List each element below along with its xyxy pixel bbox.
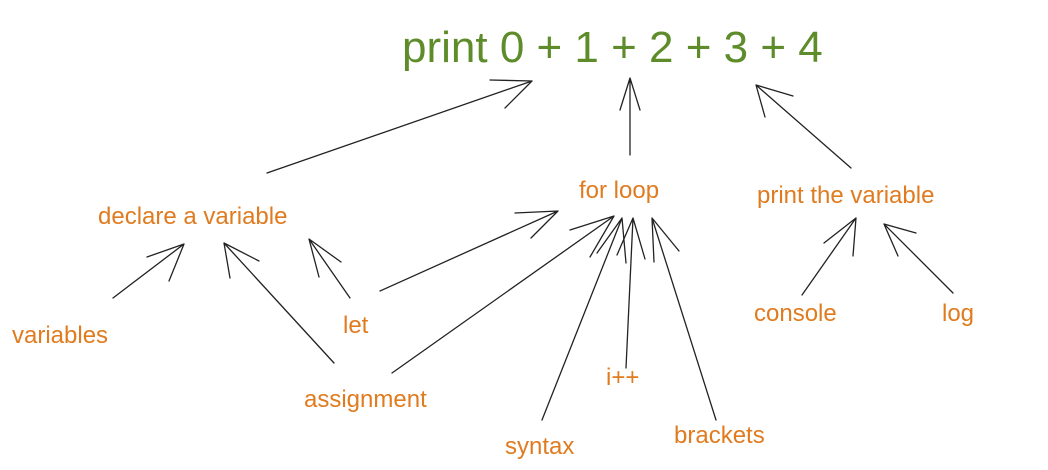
node-syntax: syntax <box>505 433 574 460</box>
arrow-assignment-to-forloop <box>391 215 615 374</box>
node-log: log <box>942 300 974 327</box>
node-console: console <box>754 300 837 327</box>
node-increment: i++ <box>606 364 639 391</box>
arrow-log-to-print <box>883 223 954 294</box>
arrow-increment-to-forloop <box>616 217 646 369</box>
arrow-console-to-print <box>801 217 857 296</box>
node-print-the-variable: print the variable <box>757 182 934 209</box>
arrow-print-to-title <box>755 84 852 169</box>
node-for-loop: for loop <box>579 177 659 204</box>
arrow-declare-to-title <box>266 79 533 174</box>
node-assignment: assignment <box>304 386 427 413</box>
arrow-let-to-forloop <box>379 210 559 292</box>
title-text: print 0 + 1 + 2 + 3 + 4 <box>402 23 823 72</box>
arrow-let-to-declare <box>308 238 351 299</box>
node-declare-a-variable: declare a variable <box>98 203 287 230</box>
arrow-variables-to-declare <box>112 243 185 299</box>
node-variables: variables <box>12 322 108 349</box>
arrow-brackets-to-forloop <box>651 217 717 421</box>
node-brackets: brackets <box>674 422 765 449</box>
node-let: let <box>343 312 369 339</box>
arrow-syntax-to-forloop <box>541 217 627 421</box>
arrow-assignment-to-declare <box>223 242 335 364</box>
arrow-forloop-to-title <box>619 77 641 156</box>
